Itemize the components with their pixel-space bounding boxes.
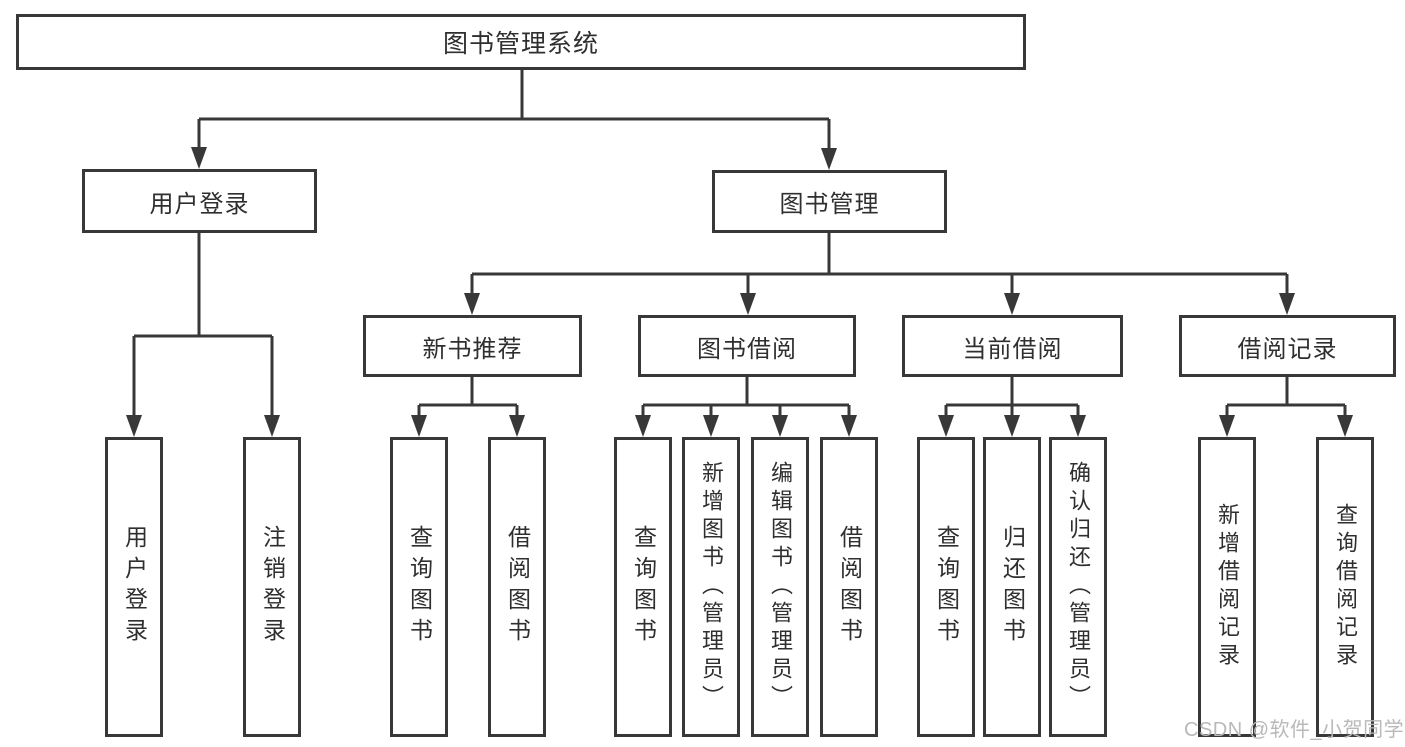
arrowhead-icons: [126, 147, 1353, 437]
node-current-borrow: 当前借阅: [902, 315, 1123, 377]
leaf-logout: 注销登录: [243, 437, 301, 737]
node-new-book-recommend: 新书推荐: [363, 315, 582, 377]
leaf-edit-book-admin: 编辑图书（管理员）: [751, 437, 809, 737]
leaf-borrow-books-recommend: 借阅图书: [488, 437, 546, 737]
leaf-query-books-borrow: 查询图书: [614, 437, 672, 737]
leaf-confirm-return-admin: 确认归还（管理员）: [1049, 437, 1107, 737]
node-book-borrow: 图书借阅: [638, 315, 856, 377]
leaf-return-book: 归还图书: [983, 437, 1041, 737]
node-root-system: 图书管理系统: [16, 14, 1026, 70]
node-user-login: 用户登录: [82, 169, 317, 233]
node-borrow-records: 借阅记录: [1179, 315, 1396, 377]
leaf-query-borrow-record: 查询借阅记录: [1316, 437, 1374, 737]
leaf-borrow-books: 借阅图书: [820, 437, 878, 737]
leaf-query-books-recommend: 查询图书: [390, 437, 448, 737]
leaf-user-login: 用户登录: [105, 437, 163, 737]
leaf-query-books-current: 查询图书: [917, 437, 975, 737]
node-book-management: 图书管理: [712, 170, 947, 233]
csdn-watermark: CSDN @软件_小贺同学: [1184, 719, 1405, 741]
leaf-add-book-admin: 新增图书（管理员）: [682, 437, 740, 737]
leaf-add-borrow-record: 新增借阅记录: [1198, 437, 1256, 737]
